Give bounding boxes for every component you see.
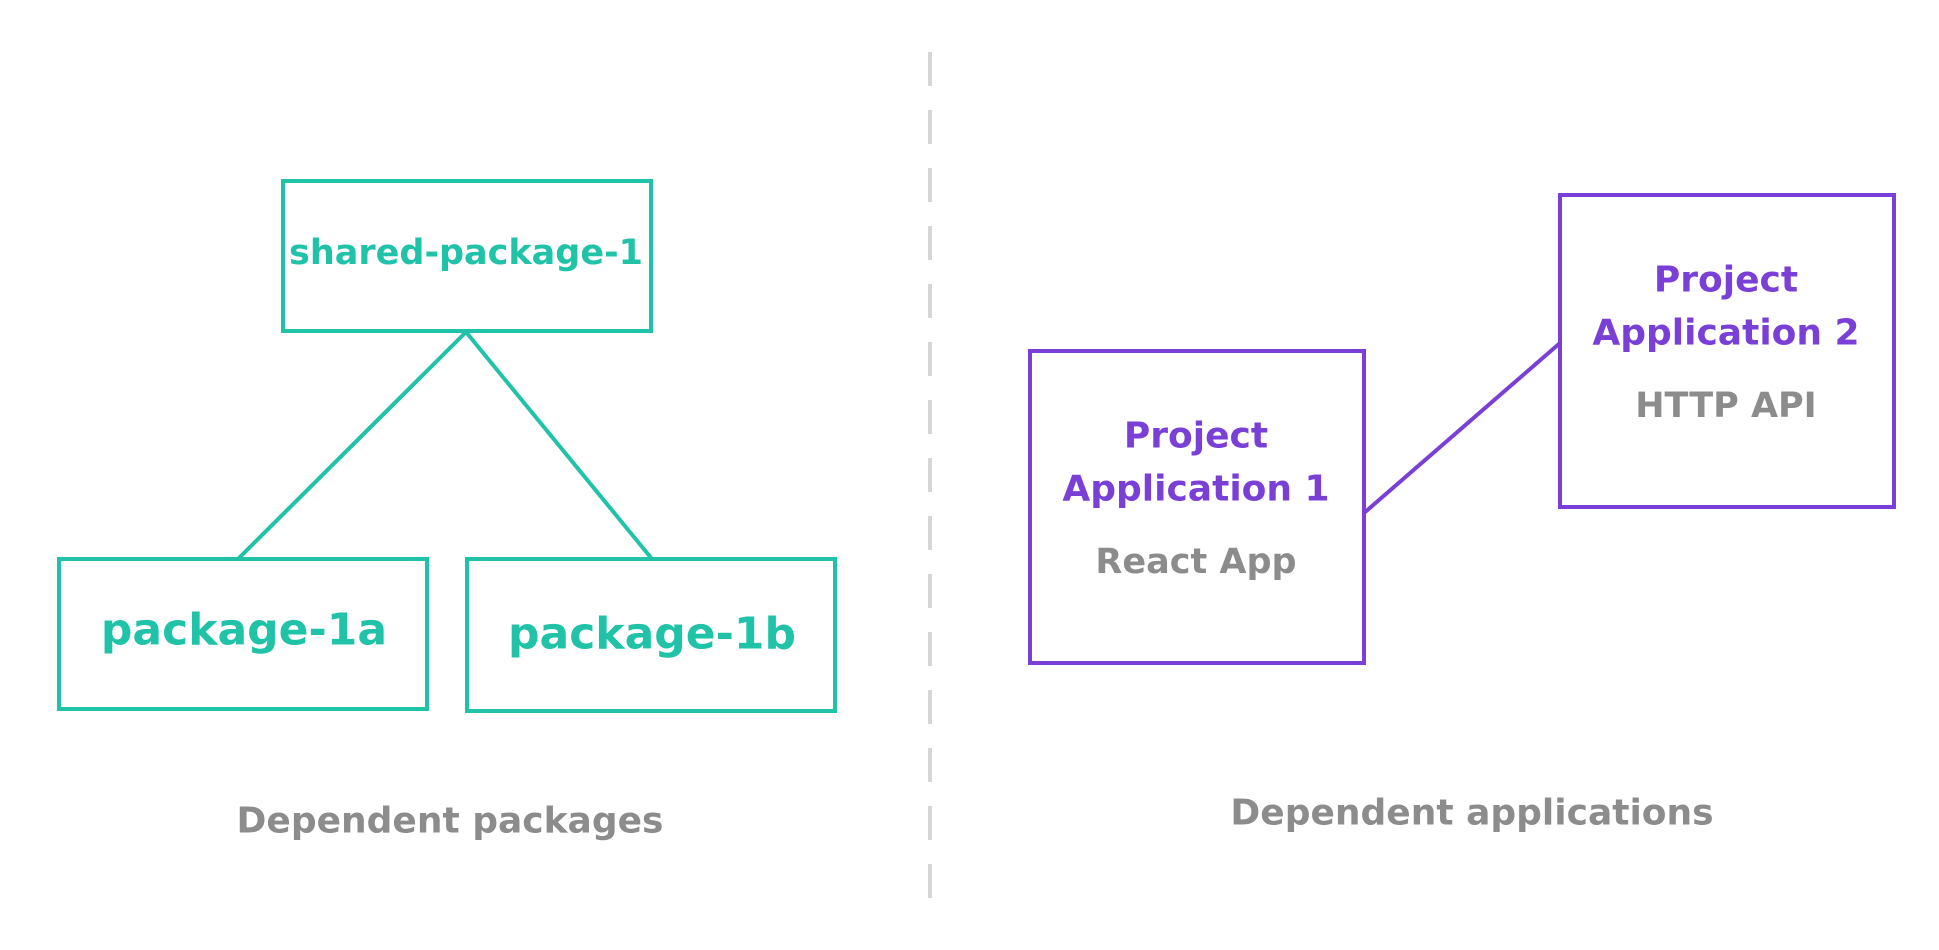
node-shared-package-1: shared-package-1 <box>281 179 653 333</box>
connector-shared-to-1b <box>464 330 654 561</box>
node-project-application-1-subtitle: React App <box>1095 542 1296 582</box>
node-project-application-1-title-line1: Project <box>1124 416 1268 457</box>
node-project-application-2: Project Application 2 HTTP API <box>1558 193 1896 509</box>
node-project-application-2-title-line2: Application 2 <box>1592 313 1859 354</box>
node-shared-package-1-label: shared-package-1 <box>289 233 643 273</box>
node-project-application-2-subtitle: HTTP API <box>1635 386 1816 426</box>
node-package-1a: package-1a <box>57 557 429 711</box>
caption-dependent-applications: Dependent applications <box>1230 793 1713 834</box>
node-project-application-2-title-line1: Project <box>1654 260 1798 301</box>
connector-shared-to-1a <box>236 330 468 561</box>
node-project-application-2-box <box>1558 193 1896 509</box>
node-package-1a-box <box>57 557 429 711</box>
caption-dependent-packages: Dependent packages <box>237 801 664 842</box>
node-package-1b: package-1b <box>465 557 837 713</box>
connector-app1-to-app2 <box>1362 341 1562 515</box>
node-package-1b-label: package-1b <box>508 609 796 660</box>
node-shared-package-1-box <box>281 179 653 333</box>
node-project-application-1-title-line2: Application 1 <box>1062 469 1329 510</box>
node-project-application-1: Project Application 1 React App <box>1028 349 1366 665</box>
node-project-application-1-box <box>1028 349 1366 665</box>
node-package-1b-box <box>465 557 837 713</box>
node-package-1a-label: package-1a <box>101 605 387 656</box>
